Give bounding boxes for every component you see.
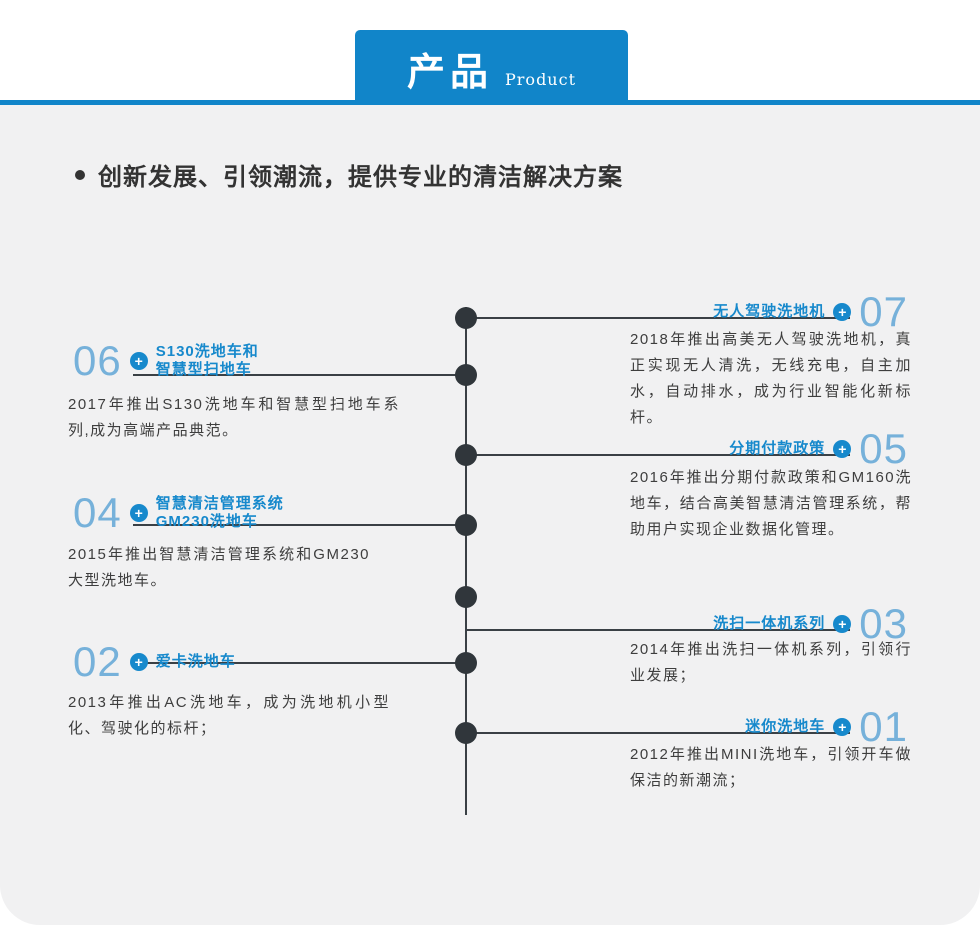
entry-body: 2016年推出分期付款政策和GM160洗地车，结合高美智慧清洁管理系统，帮助用户… [630, 469, 912, 538]
entry-number: 04 [73, 489, 122, 536]
plus-icon: + [129, 504, 148, 522]
entry-header: 分期付款政策 + 05 [729, 428, 908, 470]
entry-body: 2013年推出AC洗地车，成为洗地机小型化、驾驶化的标杆； [68, 694, 390, 737]
entry-body: 2015年推出智慧清洁管理系统和GM230大型洗地车。 [68, 546, 370, 589]
entry-header: 洗扫一体机系列 + 03 [713, 603, 908, 645]
entry-body: 2018年推出高美无人驾驶洗地机，真正实现无人清洗，无线充电，自主加水，自动排水… [630, 331, 912, 426]
plus-icon: + [129, 352, 148, 370]
timeline-dot-icon [455, 586, 477, 608]
entry-number: 06 [73, 337, 122, 384]
timeline-dot-icon [455, 722, 477, 744]
entry-title: 无人驾驶洗地机 [713, 303, 826, 320]
plus-icon: + [833, 303, 852, 321]
timeline-connector [466, 732, 850, 734]
timeline-connector [466, 454, 850, 456]
entry-body: 2014年推出洗扫一体机系列，引领行业发展； [630, 641, 912, 684]
plus-icon: + [833, 440, 852, 458]
entry-header: 04 + 智慧清洁管理系统 GM230洗地车 [73, 492, 284, 534]
entry-title: 爱卡洗地车 [155, 653, 236, 670]
entry-number: 02 [73, 638, 122, 685]
bullet-icon [75, 169, 85, 180]
timeline-connector [133, 524, 466, 526]
timeline-connector [133, 374, 466, 376]
plus-icon: + [833, 718, 852, 736]
entry-number: 07 [859, 288, 908, 335]
tab-title: 产品 [407, 52, 494, 94]
timeline-dot-icon [455, 514, 477, 536]
entry-header: 02 + 爱卡洗地车 [73, 641, 236, 683]
entry-title: 迷你洗地车 [745, 718, 826, 735]
section-heading-text: 创新发展、引领潮流，提供专业的清洁解决方案 [98, 164, 623, 191]
timeline-axis [465, 307, 467, 815]
timeline-connector [466, 317, 850, 319]
timeline-dot-icon [455, 307, 477, 329]
timeline-dot-icon [455, 444, 477, 466]
timeline-dot-icon [455, 652, 477, 674]
entry-body: 2017年推出S130洗地车和智慧型扫地车系列,成为高端产品典范。 [68, 396, 400, 439]
plus-icon: + [129, 653, 148, 671]
timeline-connector [466, 629, 850, 631]
entry-title: 智慧清洁管理系统 GM230洗地车 [155, 495, 284, 530]
entry-number: 05 [859, 425, 908, 472]
entry-body: 2012年推出MINI洗地车，引领开车做保洁的新潮流； [630, 746, 912, 789]
plus-icon: + [833, 615, 852, 633]
product-tab[interactable]: 产品 Product [355, 30, 628, 105]
section-heading: 创新发展、引领潮流，提供专业的清洁解决方案 [75, 157, 623, 192]
entry-header: 迷你洗地车 + 01 [745, 706, 908, 748]
entry-header: 06 + S130洗地车和 智慧型扫地车 [73, 340, 259, 382]
entry-title: 分期付款政策 [729, 440, 826, 457]
entry-number: 01 [859, 703, 908, 750]
timeline-dot-icon [455, 364, 477, 386]
entry-title: 洗扫一体机系列 [713, 615, 826, 632]
entry-title: S130洗地车和 智慧型扫地车 [155, 343, 259, 378]
content-panel [0, 105, 980, 925]
entry-number: 03 [859, 600, 908, 647]
timeline-connector [133, 662, 466, 664]
entry-header: 无人驾驶洗地机 + 07 [713, 291, 908, 333]
tab-subtitle: Product [505, 70, 576, 89]
